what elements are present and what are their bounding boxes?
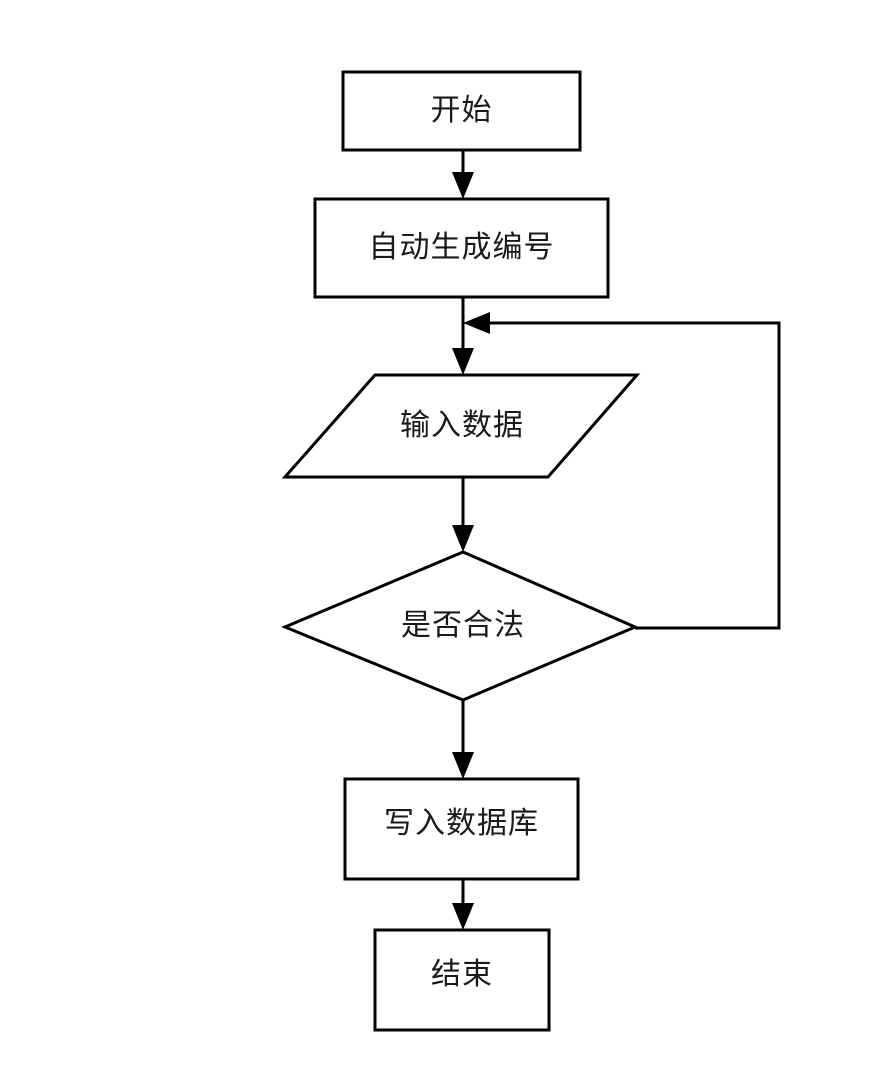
node-is-valid-shape[interactable] — [281, 550, 639, 702]
arrow-head-left-icon — [463, 312, 490, 334]
edge-decision-to-write — [452, 700, 474, 779]
node-auto-generate-id-shape[interactable] — [313, 197, 610, 299]
arrow-head-down-icon — [452, 525, 474, 552]
edge-auto-to-input — [452, 297, 474, 375]
node-auto-generate-id-label: 自动生成编号 — [368, 231, 555, 264]
arrow-head-down-icon — [452, 903, 474, 930]
node-write-database-label: 写入数据库 — [384, 807, 539, 840]
node-end-shape[interactable] — [373, 928, 551, 1032]
node-input-data-shape[interactable] — [281, 373, 641, 479]
edge-decision-loop-back — [463, 312, 781, 630]
arrow-head-down-icon — [452, 172, 474, 199]
arrow-head-down-icon — [452, 752, 474, 779]
arrow-head-down-icon — [452, 348, 474, 375]
node-end-label: 结束 — [431, 958, 493, 991]
edge-start-to-auto — [452, 150, 474, 199]
edge-input-to-decision — [452, 477, 474, 552]
node-start-shape[interactable] — [341, 70, 582, 152]
node-write-database-shape[interactable] — [343, 777, 580, 881]
node-is-valid-label: 是否合法 — [401, 609, 525, 642]
node-start-label: 开始 — [430, 94, 493, 127]
edge-write-to-end — [452, 879, 474, 930]
node-input-data-label: 输入数据 — [400, 409, 524, 442]
